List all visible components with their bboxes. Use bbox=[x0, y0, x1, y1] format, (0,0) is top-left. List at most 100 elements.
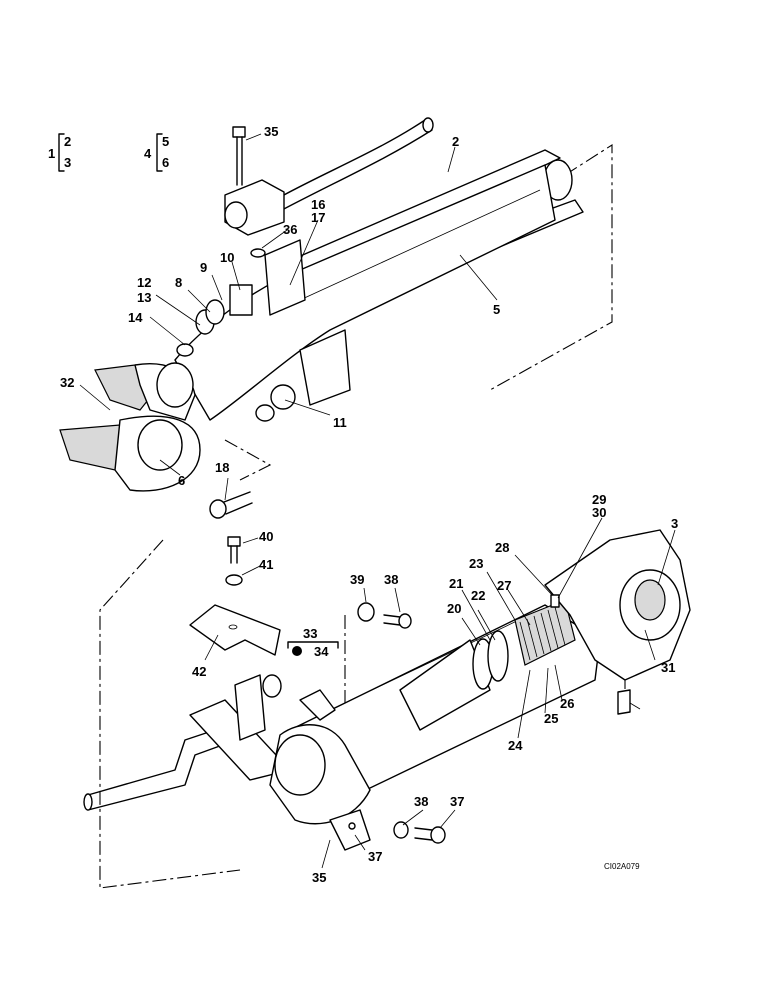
callout-11: 11 bbox=[333, 415, 347, 430]
bolt-17-head bbox=[209, 499, 227, 519]
callout-3: 3 bbox=[671, 516, 678, 531]
callout-28: 30 bbox=[592, 505, 606, 520]
drawing-reference-code: CI02A079 bbox=[604, 862, 640, 871]
callout-2: 2 bbox=[452, 134, 459, 149]
fitting-10 bbox=[229, 284, 253, 316]
grease-fitting-42 bbox=[617, 689, 631, 715]
callout-36: 37 bbox=[368, 849, 382, 864]
washer-34 bbox=[250, 248, 266, 258]
callout-18: 20 bbox=[447, 601, 461, 616]
callout-25: 27 bbox=[497, 578, 511, 593]
callout-16: 17 bbox=[311, 210, 325, 225]
port-block bbox=[234, 674, 266, 741]
fitting-8 bbox=[205, 299, 225, 325]
callout-33: 35 bbox=[264, 124, 278, 139]
nut-41 bbox=[225, 574, 243, 586]
callout-9: 9 bbox=[200, 260, 207, 275]
callout-13: 13 bbox=[137, 290, 151, 305]
callout-31: 33 bbox=[303, 626, 317, 641]
callout-22: 24 bbox=[508, 738, 523, 753]
callout-17: 18 bbox=[215, 460, 229, 475]
callout-labels: 35 2 16 17 36 9 10 8 12 13 14 5 32 11 6 … bbox=[60, 124, 678, 885]
bolt-33-head bbox=[232, 126, 246, 138]
callout-40: 40 bbox=[259, 529, 273, 544]
tube-highlight bbox=[299, 189, 541, 301]
fitting-14 bbox=[176, 343, 194, 357]
callout-10: 10 bbox=[220, 250, 234, 265]
group-4-bracket bbox=[156, 133, 163, 172]
fitting-11-b bbox=[255, 404, 275, 422]
washer-38-upper bbox=[357, 602, 375, 622]
piston-rod-18 bbox=[399, 639, 491, 731]
group-4-parent: 4 bbox=[144, 146, 152, 161]
hose-tube-edge bbox=[281, 129, 433, 211]
threaded-section-25 bbox=[514, 599, 576, 666]
clamp-6-bore bbox=[137, 419, 183, 471]
tube-bore-end bbox=[156, 362, 194, 408]
alignment-frame-left bbox=[99, 539, 241, 889]
lower-assembly bbox=[83, 529, 691, 889]
hose-end bbox=[422, 117, 434, 133]
callout-6: 6 bbox=[178, 473, 185, 488]
clamp-plate-39-hole bbox=[228, 624, 238, 630]
callout-41: 41 bbox=[259, 557, 273, 572]
group-legend: 1 2 3 4 5 6 bbox=[48, 133, 169, 172]
bolt-37-lower-shank bbox=[414, 827, 433, 841]
callout-21: 23 bbox=[469, 556, 483, 571]
grease-nipple-27 bbox=[550, 594, 560, 608]
bolt-37-lower-head bbox=[430, 826, 446, 844]
rod-end-bushing bbox=[634, 579, 666, 621]
callout-26: 28 bbox=[495, 540, 509, 555]
group-31-bracket bbox=[287, 641, 339, 649]
washer-38-lower bbox=[393, 821, 409, 839]
hose-tube bbox=[281, 119, 426, 197]
callout-24: 26 bbox=[560, 696, 574, 711]
clamp-35-bore bbox=[274, 734, 326, 796]
bolt-40-head bbox=[227, 536, 241, 547]
thread-lines bbox=[519, 606, 566, 661]
callout-38-upper: 39 bbox=[350, 572, 364, 587]
callout-23: 25 bbox=[544, 711, 558, 726]
group-4-child-b: 6 bbox=[162, 155, 169, 170]
bracket-block-lower bbox=[299, 329, 351, 406]
callout-29: 31 bbox=[661, 660, 675, 675]
group-1-parent: 1 bbox=[48, 146, 55, 161]
callout-12: 12 bbox=[137, 275, 151, 290]
callout-19: 21 bbox=[449, 576, 463, 591]
callout-15: 16 bbox=[311, 197, 325, 212]
piston-seal-20 bbox=[487, 630, 509, 682]
callout-30: 32 bbox=[60, 375, 74, 390]
callout-37-lower: 37 bbox=[450, 794, 464, 809]
callout-37-upper: 38 bbox=[384, 572, 398, 587]
alignment-line bbox=[489, 143, 613, 391]
bolt-37-upper-head bbox=[398, 613, 412, 629]
bracket-block-15-16 bbox=[264, 239, 306, 316]
bolt-33-shank bbox=[236, 136, 243, 186]
barrel-top-line bbox=[329, 609, 541, 711]
group-1-child-a: 2 bbox=[64, 134, 71, 149]
callout-14: 14 bbox=[128, 310, 143, 325]
callout-27: 29 bbox=[592, 492, 606, 507]
clamp-36-hole bbox=[348, 822, 356, 830]
callout-34: 36 bbox=[283, 222, 297, 237]
clamp-plate-39 bbox=[189, 604, 281, 656]
group-1-bracket bbox=[58, 133, 65, 172]
callout-8: 8 bbox=[175, 275, 182, 290]
clamp-36 bbox=[329, 809, 371, 851]
bolt-37-upper-shank bbox=[383, 614, 401, 626]
ball-31 bbox=[292, 646, 302, 656]
group-4-child-a: 5 bbox=[162, 134, 169, 149]
bolt-40-shank bbox=[230, 545, 238, 564]
callout-5: 5 bbox=[493, 302, 500, 317]
hose-fitting-port bbox=[224, 201, 248, 229]
callout-32: 34 bbox=[314, 644, 329, 659]
callout-35: 35 bbox=[312, 870, 326, 885]
bolt-17-guide bbox=[224, 439, 272, 481]
o-ring-32 bbox=[262, 674, 282, 698]
callout-20: 22 bbox=[471, 588, 485, 603]
callout-38-lower: 38 bbox=[414, 794, 428, 809]
callout-39: 42 bbox=[192, 664, 206, 679]
group-1-child-b: 3 bbox=[64, 155, 71, 170]
